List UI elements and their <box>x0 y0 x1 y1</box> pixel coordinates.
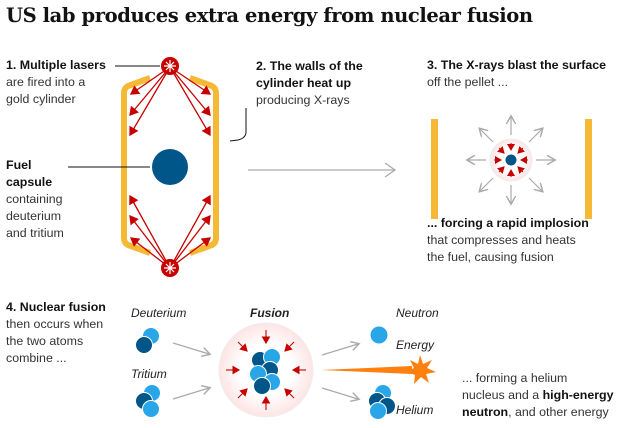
fuel-capsule-icon <box>152 149 188 185</box>
step2-heading: 2. The walls of the <box>256 59 363 73</box>
step2-line: producing X-rays <box>256 93 350 107</box>
laser-source-bottom-icon <box>161 259 179 277</box>
result-highlight: neutron <box>462 405 509 419</box>
step3-heading: 3. The X-rays blast the surface <box>427 58 607 72</box>
helium-label: Helium <box>396 403 434 417</box>
result-normal: nucleus and a <box>462 388 543 402</box>
page-title: US lab produces extra energy from nuclea… <box>6 4 533 27</box>
step1-line: gold cylinder <box>6 92 76 106</box>
step4-line: combine ... <box>6 351 67 365</box>
step1-line: are fired into a <box>6 75 86 89</box>
step3-text: 3. The X-rays blast the surface off the … <box>427 57 606 91</box>
fuel-heading: capsule <box>6 175 53 189</box>
fuel-heading: Fuel <box>6 158 32 172</box>
step1-heading: 1. Multiple lasers <box>6 58 106 72</box>
x-ray-wall-left <box>431 119 438 219</box>
implosion-text: ... forcing a rapid implosion that compr… <box>427 215 589 266</box>
result-highlight: high-energy <box>542 388 614 402</box>
x-ray-wall-right <box>585 119 592 219</box>
laser-beams-bottom <box>129 194 212 269</box>
result-line: neutron, and other energy <box>462 404 614 421</box>
leader-lines <box>68 65 247 168</box>
step4-heading: 4. Nuclear fusion <box>6 300 106 314</box>
fusing-nuclei-icon <box>249 348 281 395</box>
pellet-icon <box>505 154 517 166</box>
tritium-atom-icon <box>135 384 161 418</box>
input-arrows <box>172 342 209 400</box>
result-line: nucleus and a high-energy <box>462 387 614 404</box>
implosion-arrows <box>494 143 528 177</box>
step2-heading: cylinder heat up <box>256 76 352 90</box>
implosion-line: that compresses and heats <box>427 233 576 247</box>
step1-text: 1. Multiple lasers are fired into a gold… <box>6 57 106 108</box>
implosion-line: the fuel, causing fusion <box>427 250 554 264</box>
step4-text: 4. Nuclear fusion then occurs when the t… <box>6 299 106 367</box>
laser-beams-top <box>129 66 212 137</box>
helium-nucleus-icon <box>368 384 396 420</box>
fuel-line: containing <box>6 192 63 206</box>
laser-source-top-icon <box>161 57 179 75</box>
step3-line: off the pellet ... <box>427 75 509 89</box>
deuterium-label: Deuterium <box>131 306 187 320</box>
energy-label: Energy <box>396 338 435 352</box>
result-normal: , and other energy <box>508 405 609 419</box>
fusion-label: Fusion <box>250 306 290 320</box>
transition-arrow-icon <box>248 162 397 178</box>
deuterium-atom-icon <box>135 327 160 354</box>
output-arrows <box>321 344 358 399</box>
fuel-capsule-text: Fuel capsule containing deuterium and tr… <box>6 157 64 242</box>
fuel-line: deuterium <box>6 209 62 223</box>
step4-line: then occurs when <box>6 317 104 331</box>
energy-beam-icon <box>321 355 436 384</box>
implosion-heading: ... forcing a rapid implosion <box>427 216 589 230</box>
fuel-line: and tritium <box>6 226 64 240</box>
fusion-arrows <box>226 330 306 410</box>
result-line: ... forming a helium <box>462 371 568 385</box>
gold-cylinder <box>121 75 219 256</box>
tritium-label: Tritium <box>131 367 167 381</box>
step2-text: 2. The walls of the cylinder heat up pro… <box>256 58 363 109</box>
step4-line: the two atoms <box>6 334 84 348</box>
neutron-icon <box>370 326 388 344</box>
result-text: ... forming a helium nucleus and a high-… <box>462 370 614 421</box>
neutron-label: Neutron <box>396 306 439 320</box>
x-ray-arrows <box>468 117 554 203</box>
